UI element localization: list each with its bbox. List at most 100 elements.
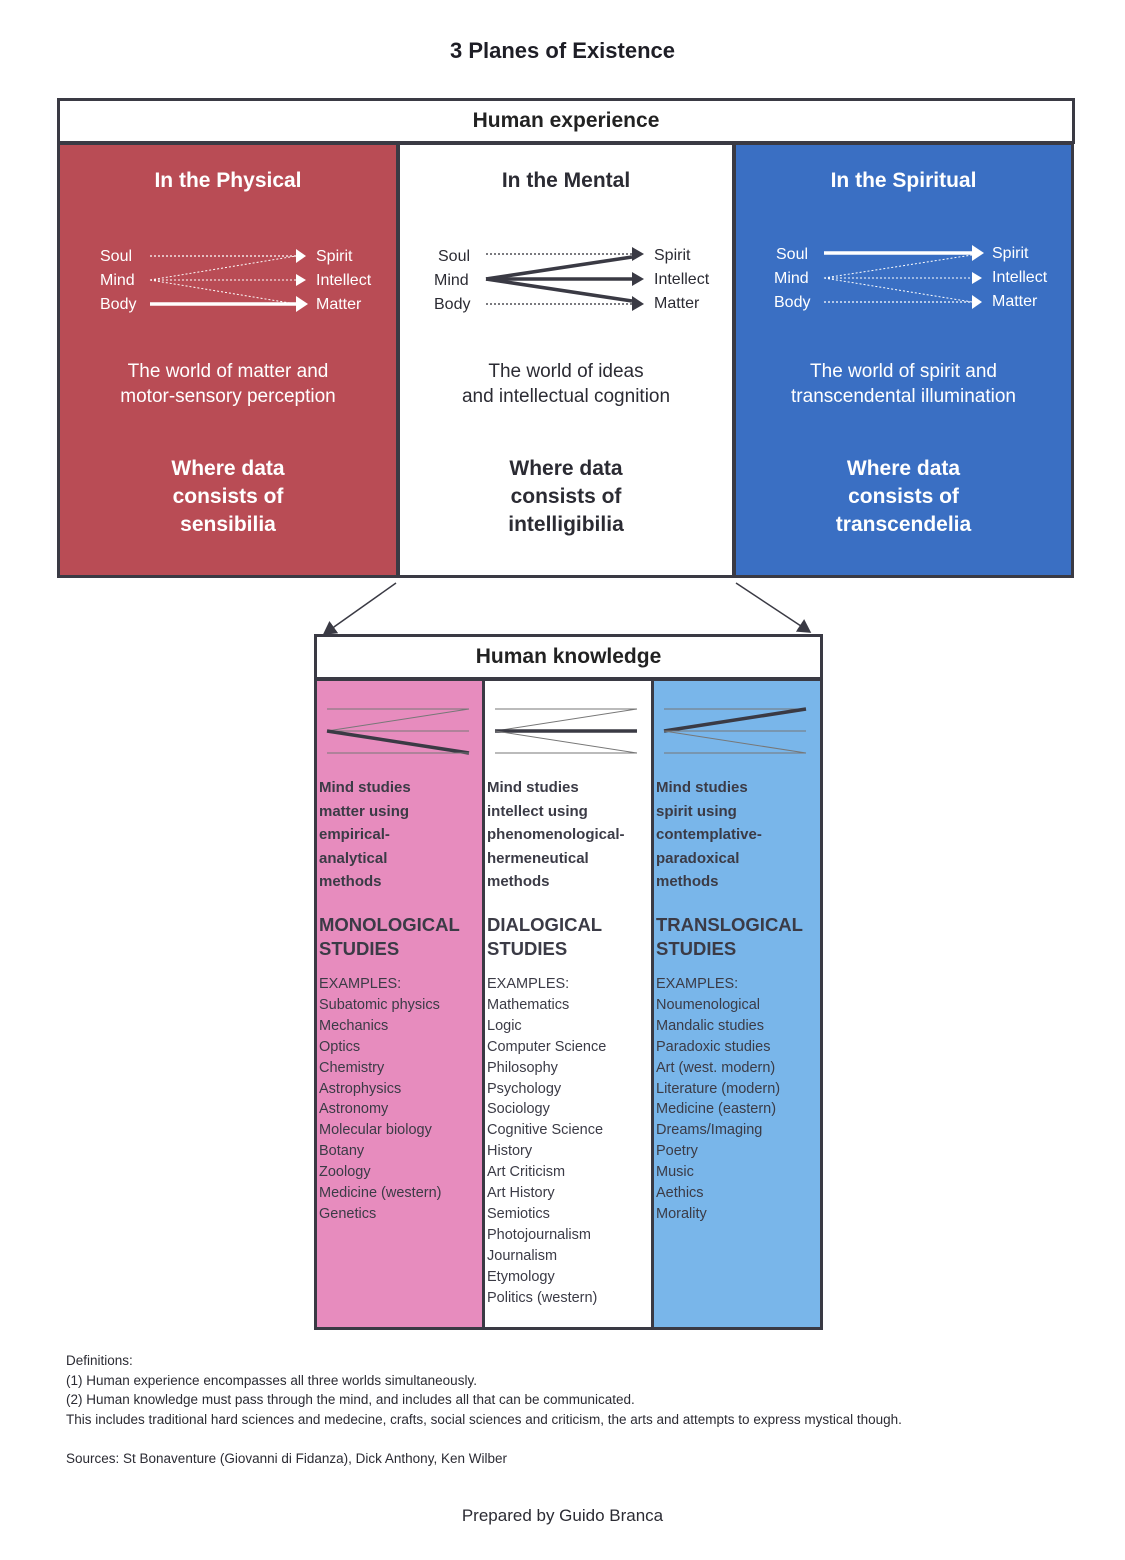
list-item: Optics — [319, 1038, 361, 1055]
connector-right-arrow — [735, 582, 812, 633]
arrowhead-matter — [632, 296, 644, 311]
list-item: Astronomy — [319, 1101, 389, 1118]
method-description: Mind studies matter using empirical- ana… — [319, 779, 411, 891]
list-item: Mathematics — [487, 996, 570, 1013]
column-data-statement: Where data consists of transcendelia — [835, 457, 972, 536]
label-matter: Matter — [654, 295, 700, 312]
arrowhead-spirit — [296, 249, 306, 263]
connector-arrows — [322, 582, 812, 635]
column-description: The world of spirit and transcendental i… — [791, 361, 1016, 407]
study-type: TRANSLOGICAL STUDIES — [656, 914, 803, 959]
label-mind: Mind — [774, 270, 809, 287]
list-item: Dreams/Imaging — [656, 1122, 763, 1139]
column-title: In the Physical — [154, 169, 302, 192]
method-description: Mind studies intellect using phenomenolo… — [487, 779, 625, 891]
page-title: 3 Planes of Existence — [450, 38, 675, 63]
human-knowledge-header: Human knowledge — [314, 634, 823, 680]
arrow-mind-spirit — [149, 255, 297, 281]
label-mind: Mind — [100, 272, 135, 289]
list-item: Literature (modern) — [656, 1080, 781, 1097]
study-type: MONOLOGICAL STUDIES — [319, 914, 460, 959]
list-item: Mandalic studies — [656, 1017, 764, 1034]
list-item: Music — [656, 1164, 694, 1181]
arrow-mind-matter — [485, 277, 633, 303]
arrowhead-intellect — [972, 272, 982, 284]
list-item: Molecular biology — [319, 1122, 432, 1139]
arrow-mind-spirit — [485, 255, 633, 281]
arrowhead-intellect — [632, 272, 644, 286]
list-item: Sociology — [487, 1101, 550, 1118]
label-soul: Soul — [438, 248, 470, 265]
arrowhead-intellect — [296, 274, 306, 286]
column-physical: In the Physical Soul Mind Body Spirit In… — [57, 142, 399, 578]
sources-text: Sources: St Bonaventure (Giovanni di Fid… — [66, 1451, 507, 1466]
examples-list: EXAMPLES: Noumenological Mandalic studie… — [656, 974, 818, 1225]
connector-left-arrow — [322, 582, 397, 635]
list-item: Botany — [319, 1143, 365, 1160]
label-intellect: Intellect — [992, 269, 1048, 286]
list-item: Photojournalism — [487, 1226, 591, 1243]
arrowhead-matter — [972, 295, 982, 309]
list-item: Journalism — [487, 1247, 558, 1264]
list-item: Etymology — [487, 1268, 555, 1285]
examples-list: EXAMPLES: Mathematics Logic Computer Sci… — [487, 974, 649, 1309]
list-item: Philosophy — [487, 1059, 558, 1076]
label-soul: Soul — [100, 248, 132, 265]
label-intellect: Intellect — [654, 271, 710, 288]
column-data-statement: Where data consists of intelligibilia — [508, 457, 624, 536]
column-title: In the Mental — [501, 169, 631, 192]
column-title: In the Spiritual — [830, 169, 977, 192]
label-matter: Matter — [992, 293, 1038, 310]
column-translogical: Mind studies spirit using contemplative-… — [651, 678, 823, 1330]
list-item: Art (west. modern) — [656, 1059, 776, 1076]
column-dialogical: Mind studies intellect using phenomenolo… — [482, 678, 654, 1330]
arrowhead-matter — [296, 296, 308, 312]
list-item: Computer Science — [487, 1038, 607, 1055]
arrowhead-spirit — [972, 245, 984, 261]
list-item: Art History — [487, 1185, 555, 1202]
list-item: Chemistry — [319, 1059, 385, 1076]
definitions-text: Definitions: (1) Human experience encomp… — [66, 1353, 902, 1427]
label-spirit: Spirit — [992, 245, 1029, 262]
label-intellect: Intellect — [316, 272, 372, 289]
label-spirit: Spirit — [654, 247, 691, 264]
column-monological: Mind studies matter using empirical- ana… — [314, 678, 485, 1330]
arrowhead-spirit — [632, 247, 644, 261]
list-item: Psychology — [487, 1080, 562, 1097]
arrow-mind-spirit — [823, 254, 973, 279]
label-body: Body — [434, 296, 470, 313]
label-body: Body — [100, 296, 136, 313]
list-item: Aethics — [656, 1185, 704, 1202]
label-body: Body — [774, 294, 810, 311]
column-mental: In the Mental Soul Mind Body Spirit Inte… — [397, 142, 735, 578]
soul-mind-body-arrows-diagram: Soul Mind Body Spirit Intellect Matter — [434, 247, 710, 313]
examples-label: EXAMPLES: — [656, 976, 739, 992]
column-description: The world of matter and motor-sensory pe… — [120, 361, 336, 407]
mini-arrow-diagram — [663, 707, 807, 754]
label-mind: Mind — [434, 272, 469, 289]
list-item: Paradoxic studies — [656, 1038, 771, 1055]
list-item: Medicine (eastern) — [656, 1101, 777, 1118]
label-soul: Soul — [776, 246, 808, 263]
mini-arrow-diagram — [494, 708, 638, 754]
arrow-mind-matter — [823, 277, 973, 303]
examples-list: EXAMPLES: Subatomic physics Mechanics Op… — [319, 974, 480, 1225]
list-item: Art Criticism — [487, 1164, 566, 1181]
examples-label: EXAMPLES: — [487, 976, 570, 992]
label-matter: Matter — [316, 296, 362, 313]
list-item: Zoology — [319, 1164, 371, 1181]
label-spirit: Spirit — [316, 248, 353, 265]
list-item: Medicine (western) — [319, 1185, 442, 1202]
list-item: Poetry — [656, 1143, 698, 1160]
list-item: Noumenological — [656, 996, 760, 1013]
arrow-mind-matter — [149, 279, 297, 305]
list-item: Logic — [487, 1017, 522, 1034]
prepared-by-text: Prepared by Guido Branca — [461, 1506, 664, 1525]
study-type: DIALOGICAL STUDIES — [487, 914, 603, 959]
list-item: Politics (western) — [487, 1289, 598, 1306]
list-item: Subatomic physics — [319, 996, 440, 1013]
list-item: Morality — [656, 1205, 707, 1222]
examples-label: EXAMPLES: — [319, 976, 402, 992]
soul-mind-body-arrows-diagram: Soul Mind Body Spirit Intellect Matter — [774, 245, 1048, 311]
list-item: History — [487, 1143, 533, 1160]
